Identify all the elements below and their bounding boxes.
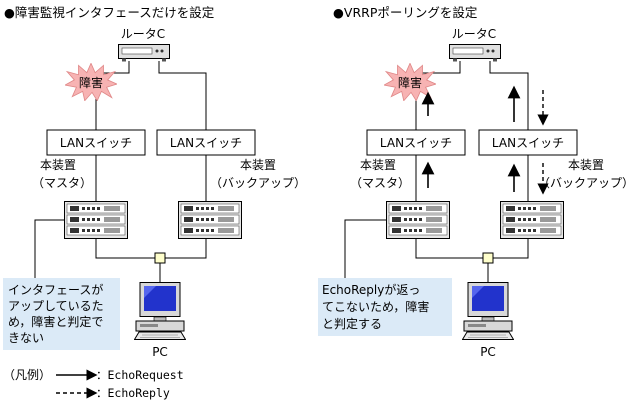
left-title: ●障害監視インタフェースだけを設定: [4, 5, 214, 20]
right-pc-label: PC: [480, 345, 496, 359]
right-router-label: ルータC: [452, 27, 496, 41]
right-device-master-icon: [386, 201, 450, 239]
left-router-icon: [118, 44, 170, 62]
right-dev1-line1: 本装置: [360, 158, 396, 172]
left-fault-label: 障害: [79, 75, 103, 90]
right-router-icon: [449, 44, 501, 62]
right-junction-icon: [482, 252, 494, 264]
legend-dashed-label: ：EchoReply: [96, 386, 170, 400]
left-dev2-line2: （バックアップ）: [210, 176, 306, 190]
right-note-line1: EchoReplyが返っ: [322, 282, 420, 297]
left-pc-icon: [134, 282, 186, 340]
left-junction-icon: [154, 252, 166, 264]
right-title: ●VRRPポーリングを設定: [333, 5, 477, 20]
left-device-master-icon: [64, 201, 128, 239]
left-pc-label: PC: [152, 345, 168, 359]
right-note-line3: と判定する: [322, 316, 382, 331]
left-device-backup-icon: [178, 201, 242, 239]
left-note-line3: め，障害と判定で: [8, 314, 103, 329]
left-switch2-box: [156, 129, 256, 156]
left-dev1-line2: （マスタ）: [32, 176, 92, 190]
right-link-bus: [415, 239, 529, 259]
legend-title: （凡例）: [3, 368, 51, 382]
left-router-label: ルータC: [121, 27, 165, 41]
left-diagram: ●障害監視インタフェースだけを設定 ルータC 障害 LANスイッチ LANスイッ…: [3, 5, 306, 359]
left-note-line4: きない: [8, 331, 44, 345]
left-switch1-label: LANスイッチ: [60, 136, 132, 150]
right-switch2-box: [478, 129, 578, 156]
right-note-line2: てこないため，障害: [322, 299, 429, 314]
right-note-box: [318, 278, 452, 336]
right-switch1-label: LANスイッチ: [380, 136, 452, 150]
right-fault-label: 障害: [398, 75, 422, 90]
right-dev2-line2: （バックアップ）: [538, 176, 634, 190]
right-dev1-line2: （マスタ）: [350, 176, 410, 190]
right-device-backup-icon: [500, 201, 564, 239]
left-link-bus: [95, 239, 207, 259]
right-dev2-line1: 本装置: [568, 158, 604, 172]
right-link-router-sw2: [489, 61, 529, 130]
left-link-router-sw2: [158, 61, 207, 130]
legend-solid-label: ：EchoRequest: [96, 368, 184, 382]
left-callout-line: [34, 219, 64, 280]
right-link-router-sw1: [415, 61, 461, 130]
right-callout-line: [344, 219, 386, 280]
left-switch2-label: LANスイッチ: [170, 136, 242, 150]
right-switch2-label: LANスイッチ: [492, 136, 564, 150]
right-switch1-box: [366, 129, 466, 156]
right-pc-icon: [462, 282, 514, 340]
left-dev2-line1: 本装置: [240, 158, 276, 172]
left-dev1-line1: 本装置: [40, 158, 76, 172]
legend: （凡例） ：EchoRequest ：EchoReply: [3, 368, 184, 400]
left-note-line1: インタフェースが: [8, 282, 103, 297]
left-note-line2: アップしているた: [8, 299, 104, 313]
right-diagram: ●VRRPポーリングを設定 ルータC 障害 LANスイッチ LANスイッチ 本装…: [318, 5, 634, 359]
left-note-box: [3, 278, 120, 350]
